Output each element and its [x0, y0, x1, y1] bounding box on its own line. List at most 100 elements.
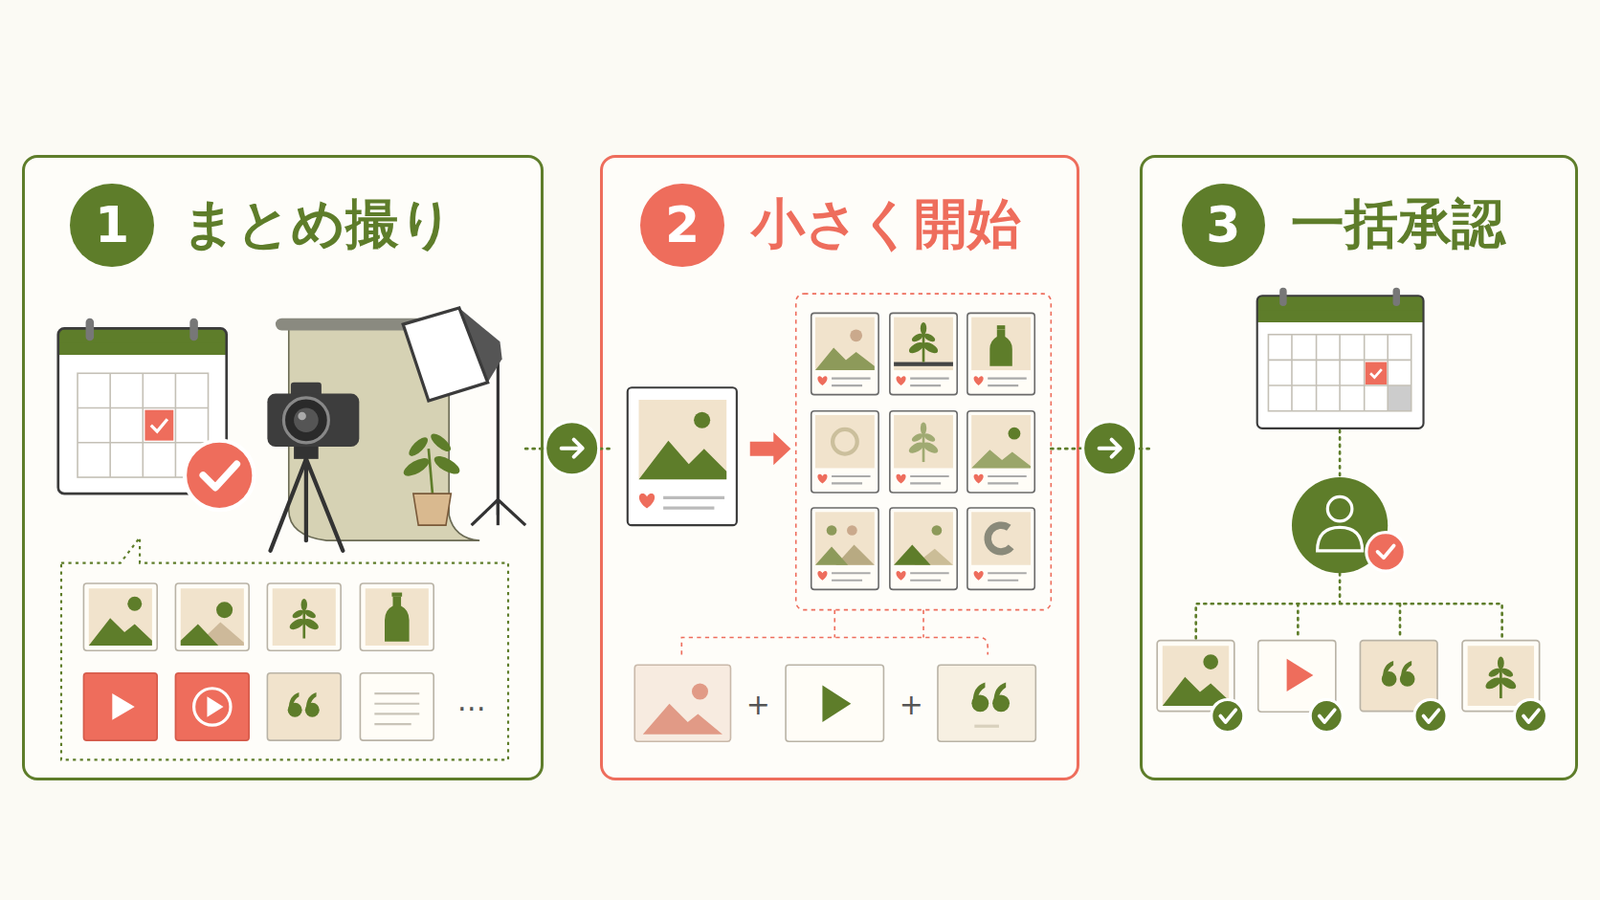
combo-tiles: [643, 704, 723, 735]
potted-plant: [431, 452, 463, 478]
calendar-icon: [1363, 334, 1366, 412]
variant-grid: [971, 449, 1031, 468]
flow-connector: [543, 446, 600, 450]
variant-grid: [967, 312, 1035, 395]
camera-tripod: [293, 444, 319, 460]
step-number: 2: [640, 183, 724, 267]
combo-tiles: [691, 683, 709, 700]
bracket-lines: [681, 610, 988, 656]
approved-tiles: [1310, 700, 1343, 734]
calendar-icon: [1315, 334, 1318, 412]
variant-grid: [811, 508, 879, 590]
softbox-light: [402, 308, 489, 401]
variant-grid: [913, 549, 954, 566]
content-tiles: [266, 673, 341, 741]
variant-grid: [889, 411, 957, 493]
content-tiles: [83, 583, 434, 741]
arrow-head: [1099, 440, 1121, 458]
single-post: [639, 493, 655, 510]
potted-plant: [405, 434, 431, 460]
approver-icon: [1327, 496, 1353, 522]
variant-grid: [997, 325, 1006, 330]
softbox-light: [496, 500, 500, 527]
step-number: 3: [1181, 183, 1266, 267]
variant-grid: [967, 411, 1035, 493]
variant-grid: [811, 312, 879, 395]
calendar-icon: [1267, 359, 1411, 362]
variant-grid: [796, 293, 1052, 611]
approval-tree: [1196, 430, 1503, 640]
approved-tiles: [1156, 641, 1547, 734]
approved-tiles: [1258, 641, 1336, 713]
calendar-icon: [1267, 384, 1411, 387]
expand-arrow: [750, 432, 792, 466]
variant-grid: [967, 508, 1035, 590]
illustration: [58, 288, 1548, 761]
camera-tripod: [290, 382, 322, 398]
potted-plant: [400, 454, 432, 480]
step-title: まとめ撮り: [181, 193, 454, 255]
approved-tiles: [1359, 641, 1438, 712]
approved-tiles: [1287, 659, 1314, 692]
variant-grid: [893, 544, 931, 565]
variant-grid: [796, 293, 1052, 611]
camera-tripod: [283, 398, 329, 444]
content-tiles: [175, 583, 249, 651]
variant-grid: [989, 329, 1012, 366]
variant-grid: [967, 508, 1035, 590]
flow-dots: [1050, 447, 1080, 451]
flow-dots: [1139, 447, 1154, 451]
variant-grid: [889, 312, 957, 395]
step-panel: 3一括承認: [1139, 155, 1578, 781]
combo-tiles: [971, 683, 1010, 713]
variant-grid: [889, 312, 957, 395]
single-post: [639, 400, 728, 480]
softbox-light: [496, 352, 500, 516]
calendar-icon: [109, 373, 112, 478]
combo-tiles: [785, 665, 884, 742]
approver-icon: [1291, 477, 1388, 574]
approver-icon: [1377, 545, 1395, 558]
variant-grid: [1008, 427, 1022, 441]
variant-grid: [811, 411, 879, 493]
single-post: [627, 387, 737, 526]
content-tiles: [175, 673, 249, 741]
approved-tiles: [1513, 700, 1547, 734]
calendar-icon: [1267, 334, 1411, 412]
step-panel: 1まとめ撮り: [22, 155, 544, 781]
combo-tiles: [937, 665, 1036, 742]
arrow-badge: [545, 422, 600, 476]
variant-grid: [811, 411, 879, 493]
single-post: [639, 441, 728, 481]
calendar-icon: [58, 342, 227, 356]
softbox-light: [459, 308, 503, 383]
variant-grid: [893, 362, 954, 367]
variant-grid: [815, 348, 875, 371]
calendar-icon: [58, 318, 255, 511]
variant-grid: [967, 411, 1035, 493]
approved-tiles: [1414, 700, 1447, 734]
camera-tripod: [297, 412, 307, 422]
calendar-icon: [58, 328, 227, 356]
calendar-icon: [175, 373, 178, 478]
backdrop: [275, 318, 458, 332]
variant-grid: [907, 422, 940, 463]
calendar-icon: [77, 373, 208, 478]
arrow-badge-circle: [1083, 422, 1137, 476]
camera-tripod: [293, 408, 319, 434]
calendar-icon: [184, 441, 255, 512]
calendar-icon: [1290, 334, 1293, 412]
content-tiles: [359, 673, 434, 741]
single-post: [693, 412, 711, 429]
calendar-icon: [1387, 385, 1412, 412]
potted-plant: [400, 430, 463, 526]
approved-tiles: [1156, 641, 1235, 712]
variant-grid: [889, 411, 957, 493]
variant-grid: [967, 312, 1035, 395]
calendar-icon: [58, 328, 227, 494]
approved-tiles: [1258, 641, 1336, 713]
expand-arrow: [750, 432, 792, 466]
step-panel: 2小さく開始: [600, 155, 1080, 781]
